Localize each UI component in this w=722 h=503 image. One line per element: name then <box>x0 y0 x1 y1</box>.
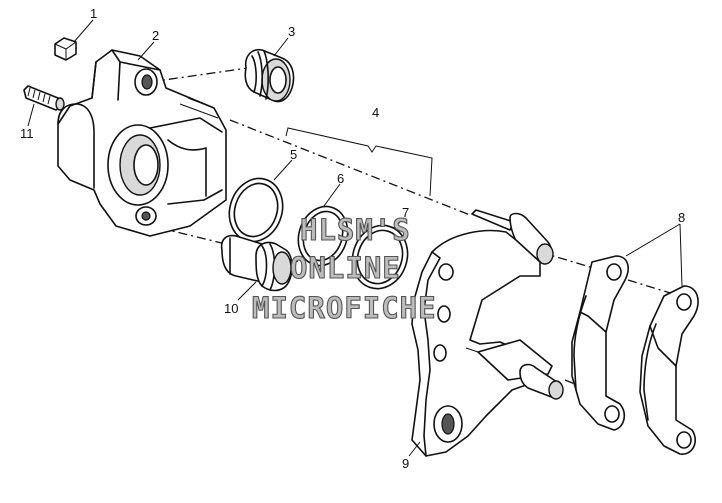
part-3-piston[interactable] <box>244 48 295 103</box>
part-2-caliper-housing[interactable] <box>57 49 227 237</box>
callout-7: 7 <box>402 205 409 220</box>
watermark: HLSM'S ONLINE MICROFICHE <box>251 212 437 325</box>
callout-9: 9 <box>402 456 409 471</box>
callout-5: 5 <box>290 147 297 162</box>
callout-labels: 1 2 3 4 5 6 7 8 9 10 11 <box>20 6 685 471</box>
callout-11: 11 <box>20 126 34 141</box>
part-10-piston[interactable] <box>220 234 293 292</box>
part-6-seal[interactable] <box>291 200 355 272</box>
watermark-line-2: ONLINE <box>290 251 401 285</box>
leader-lines <box>27 19 683 457</box>
part-9-mounting-bracket[interactable] <box>411 209 564 457</box>
watermark-line-1: HLSM'S <box>300 213 411 247</box>
part-1-bleeder-cap[interactable] <box>54 37 77 61</box>
part-7-dust-boot[interactable] <box>344 218 415 296</box>
callout-6: 6 <box>337 171 344 186</box>
watermark-line-3: MICROFICHE <box>252 291 437 325</box>
callout-3: 3 <box>288 24 295 39</box>
callout-10: 10 <box>224 301 238 316</box>
callout-1: 1 <box>90 6 97 21</box>
callout-8: 8 <box>678 210 685 225</box>
callout-4: 4 <box>372 105 379 120</box>
part-8-brake-pads[interactable] <box>571 255 699 455</box>
part-11-bleeder-screw[interactable] <box>23 85 65 111</box>
callout-2: 2 <box>152 28 159 43</box>
